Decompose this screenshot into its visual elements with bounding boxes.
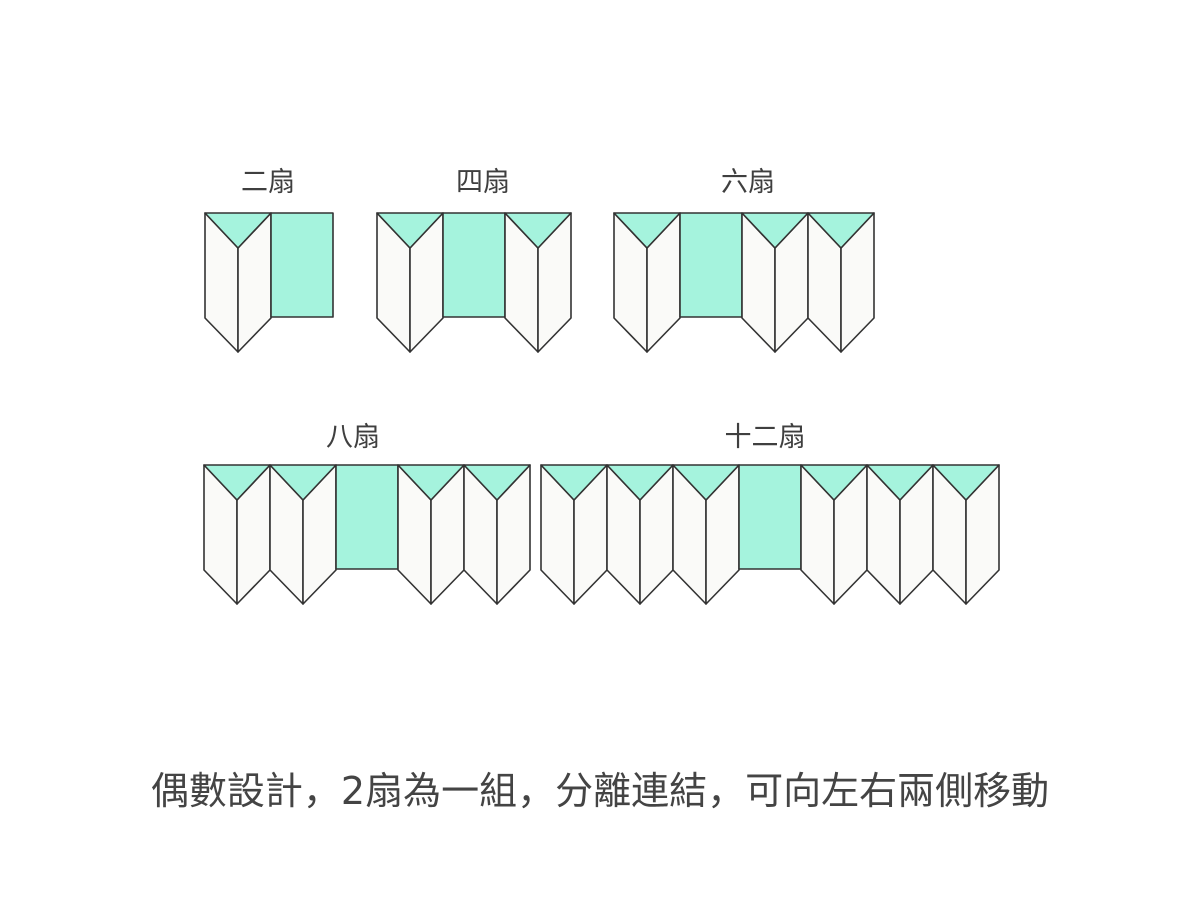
flat-center-panel (738, 464, 802, 570)
fold-top-triangle (376, 212, 444, 249)
flat-center-panel (679, 212, 743, 318)
fold-top-triangle (613, 212, 681, 249)
group-label: 二扇 (241, 167, 295, 198)
group-four-panel: 四扇 (376, 167, 572, 353)
fold-top-triangle (672, 464, 740, 501)
fold-top-triangle (606, 464, 674, 501)
fold-top-triangle (800, 464, 868, 501)
caption: 偶數設計，2扇為一組，分離連結，可向左右兩側移動 (150, 769, 1050, 813)
group-twelve-panel: 十二扇 (540, 422, 1000, 605)
group-label: 十二扇 (725, 422, 806, 453)
fold-top-triangle (204, 212, 272, 249)
flat-center-panel (335, 464, 399, 570)
group-label: 六扇 (721, 167, 775, 198)
group-two-panel: 二扇 (204, 167, 334, 353)
fold-top-triangle (504, 212, 572, 249)
fold-top-triangle (463, 464, 531, 501)
fold-top-triangle (397, 464, 465, 501)
flat-center-panel (270, 212, 334, 318)
group-label: 八扇 (326, 422, 380, 453)
fold-top-triangle (540, 464, 608, 501)
group-six-panel: 六扇 (613, 167, 875, 353)
fold-top-triangle (203, 464, 271, 501)
fold-top-triangle (932, 464, 1000, 501)
fold-top-triangle (269, 464, 337, 501)
fold-top-triangle (866, 464, 934, 501)
flat-center-panel (442, 212, 506, 318)
fold-top-triangle (741, 212, 809, 249)
fold-top-triangle (807, 212, 875, 249)
group-label: 四扇 (456, 167, 510, 198)
group-eight-panel: 八扇 (203, 422, 531, 605)
